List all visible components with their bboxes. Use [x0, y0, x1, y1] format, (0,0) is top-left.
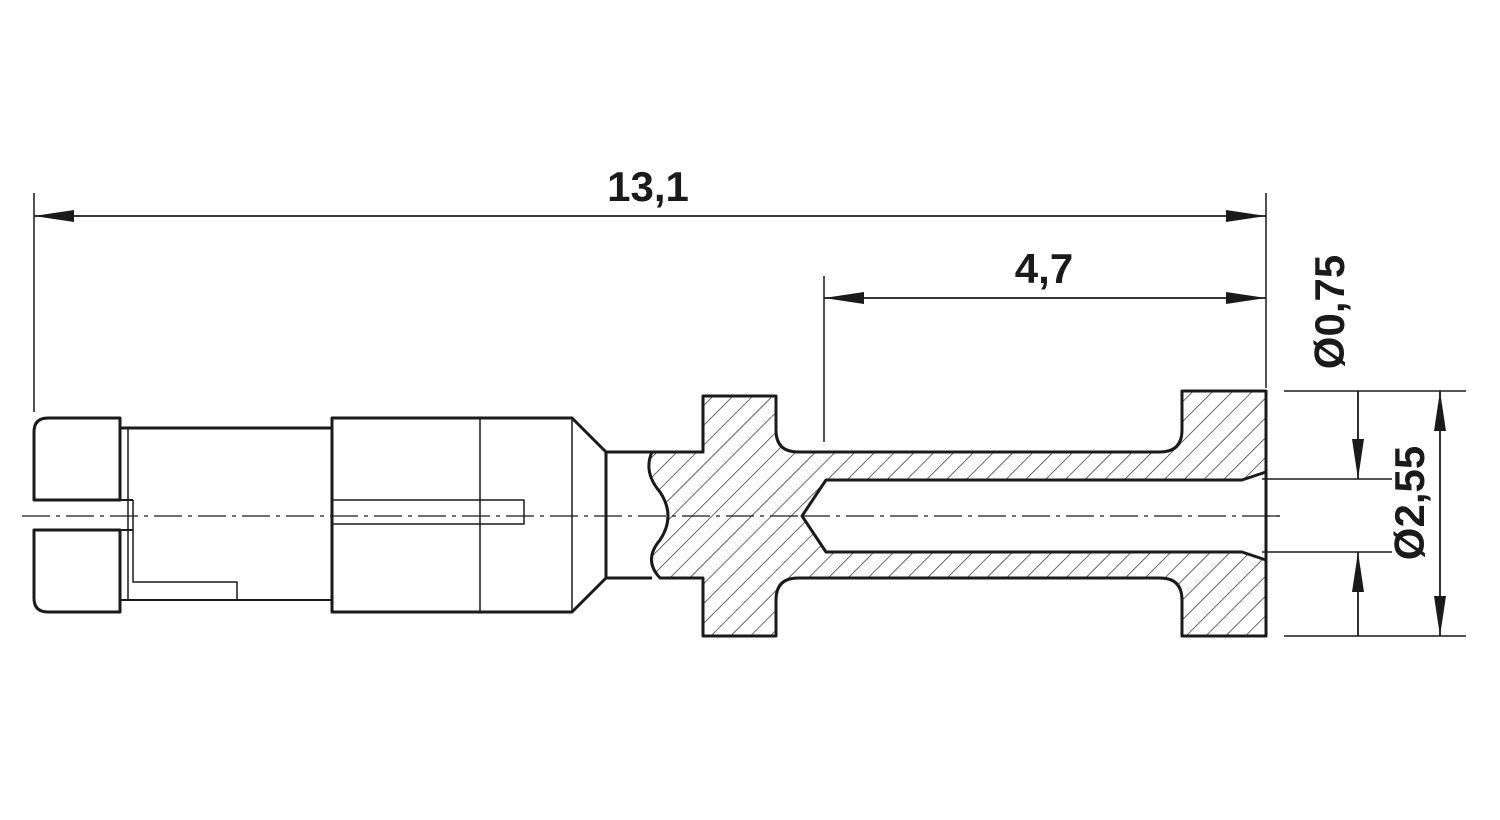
overall-length-label: 13,1 — [607, 163, 689, 210]
crimp-length-label: 4,7 — [1015, 245, 1073, 292]
contact-socket-body — [32, 416, 652, 614]
extension-lines — [33, 193, 1466, 637]
outer-diameter-label: Ø2,55 — [1386, 446, 1433, 560]
inner-diameter-label: Ø0,75 — [1306, 255, 1353, 369]
